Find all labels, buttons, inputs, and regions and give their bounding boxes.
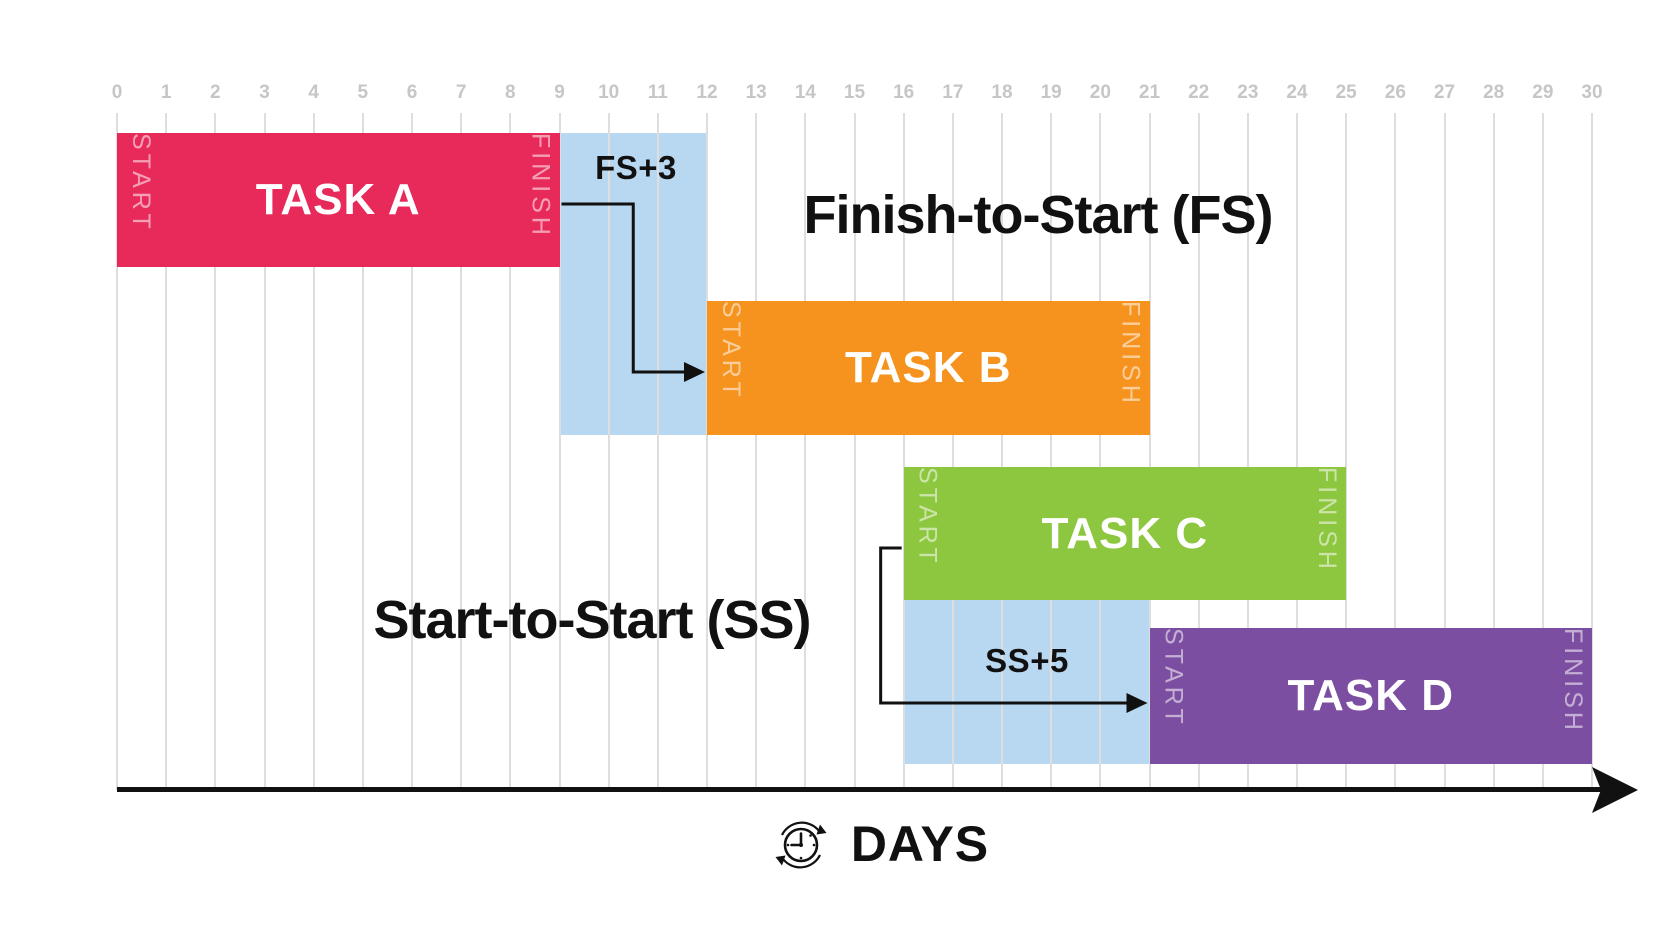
gridline <box>509 113 512 790</box>
tick-label: 17 <box>942 82 964 103</box>
gridline <box>165 113 168 790</box>
task-label: TASK A <box>255 175 421 224</box>
tick-label: 8 <box>505 82 516 103</box>
gridline <box>902 113 905 790</box>
gridline <box>755 113 758 790</box>
lag-label-fs: FS+3 <box>595 149 677 186</box>
clock-cycle-icon <box>775 821 827 869</box>
gridline <box>460 113 463 790</box>
tick-label: 29 <box>1532 82 1554 103</box>
tick-label: 15 <box>843 82 866 103</box>
gridline <box>853 113 856 790</box>
gridline <box>116 113 118 790</box>
task-start-label: START <box>1159 628 1188 728</box>
tick-label: 0 <box>111 82 123 103</box>
gridline <box>1099 113 1102 790</box>
task-label: TASK B <box>844 343 1012 392</box>
task-label: TASK D <box>1287 671 1454 720</box>
tick-label: 22 <box>1188 82 1210 103</box>
tick-label: 24 <box>1286 82 1308 103</box>
gridline <box>214 113 217 790</box>
gridline <box>1443 113 1446 790</box>
task-finish-label: FINISH <box>1313 467 1342 573</box>
gridline <box>1591 113 1593 790</box>
heading-start-to-start: Start-to-Start (SS) <box>373 590 812 650</box>
axis-caption: DAYS <box>690 806 1070 882</box>
tick-label: 11 <box>647 82 668 103</box>
gridline <box>1492 113 1495 790</box>
gridline <box>263 113 266 790</box>
gridline <box>361 113 364 790</box>
tick-label: 2 <box>210 82 221 103</box>
tick-label: 16 <box>893 82 915 103</box>
tick-label: 23 <box>1237 82 1259 103</box>
tick-label: 28 <box>1483 82 1505 103</box>
gridline <box>706 113 708 790</box>
tick-label: 30 <box>1581 82 1603 103</box>
task-bar-d: TASK D START FINISH <box>1149 628 1592 764</box>
timeline-axis-line <box>117 787 1605 792</box>
gridline <box>1148 113 1151 790</box>
task-start-label: START <box>717 301 745 401</box>
tick-label: 7 <box>455 82 467 103</box>
gridline <box>312 113 315 790</box>
gridline <box>1296 113 1298 790</box>
task-bar-a: TASK A START FINISH <box>117 133 560 267</box>
gridline <box>1246 113 1249 790</box>
tick-label: 18 <box>991 82 1013 103</box>
tick-label: 1 <box>160 82 172 103</box>
task-start-label: START <box>127 133 155 233</box>
gridline <box>1050 113 1053 790</box>
gridline <box>656 113 659 790</box>
axis-arrowhead-icon <box>1592 767 1638 813</box>
tick-label: 20 <box>1089 82 1111 103</box>
tick-label: 4 <box>308 82 319 103</box>
task-bar-b: TASK B START FINISH <box>707 301 1150 435</box>
tick-label: 3 <box>259 82 270 103</box>
task-finish-label: FINISH <box>526 133 555 239</box>
gridline <box>607 113 610 790</box>
tick-label: 14 <box>794 82 816 103</box>
tick-label: 27 <box>1433 82 1456 103</box>
gridline <box>1541 113 1544 790</box>
tick-label: 21 <box>1138 82 1161 103</box>
gridline <box>1001 113 1003 790</box>
gridline <box>1394 113 1397 790</box>
gridline <box>558 113 561 790</box>
gridline <box>1345 113 1348 790</box>
tick-label: 5 <box>357 82 369 103</box>
task-finish-label: FINISH <box>1559 628 1587 734</box>
heading-finish-to-start: Finish-to-Start (FS) <box>803 185 1274 245</box>
lag-label-ss: SS+5 <box>985 642 1069 679</box>
task-finish-label: FINISH <box>1116 301 1145 407</box>
tick-label: 19 <box>1040 82 1062 103</box>
tick-label: 13 <box>745 82 767 103</box>
gridline <box>1197 113 1200 790</box>
gridline <box>411 113 413 790</box>
axis-label: DAYS <box>850 816 990 872</box>
gridline <box>804 113 807 790</box>
tick-label: 10 <box>598 82 620 103</box>
tick-label: 12 <box>696 82 718 103</box>
tick-label: 9 <box>554 82 565 103</box>
tick-label: 6 <box>406 82 418 103</box>
tick-label: 26 <box>1384 82 1406 103</box>
gridline <box>951 113 954 790</box>
tick-label: 25 <box>1335 82 1357 103</box>
